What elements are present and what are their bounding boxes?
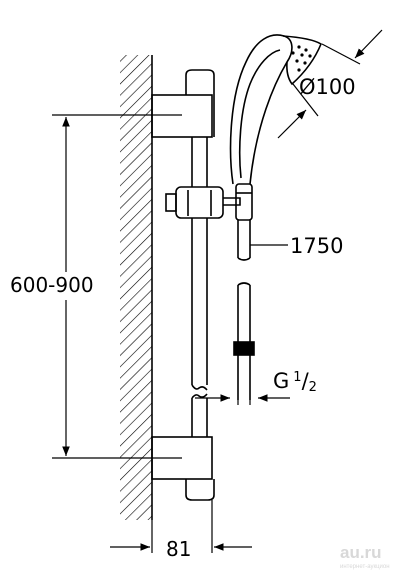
- top-wall-bracket: [151, 69, 215, 138]
- watermark: au.ru интернет-аукцион: [340, 543, 390, 570]
- wall-offset-label: 81: [166, 537, 191, 561]
- dimension-head-diameter: [277, 29, 383, 139]
- dimension-wall-offset: [110, 500, 252, 553]
- hand-shower: [229, 34, 323, 221]
- thread-numerator: 1: [293, 370, 301, 385]
- dimension-rail-height: [52, 114, 182, 459]
- thread-prefix: G: [273, 369, 289, 393]
- rail-height-label: 600-900: [10, 273, 94, 297]
- watermark-text: au.ru: [340, 543, 382, 562]
- sliding-holder: [165, 186, 241, 219]
- shower-hose: [233, 220, 255, 400]
- spray-nozzles: [291, 45, 312, 72]
- watermark-subtext: интернет-аукцион: [340, 564, 390, 570]
- hose-length-label: 1750: [290, 234, 343, 258]
- head-diameter-label: Ø100: [299, 75, 356, 99]
- thread-denominator: 2: [309, 380, 317, 395]
- slide-rail: [191, 137, 208, 437]
- wall-hatching: [120, 55, 153, 520]
- bottom-wall-bracket: [151, 436, 215, 501]
- dimension-thread: [195, 394, 290, 405]
